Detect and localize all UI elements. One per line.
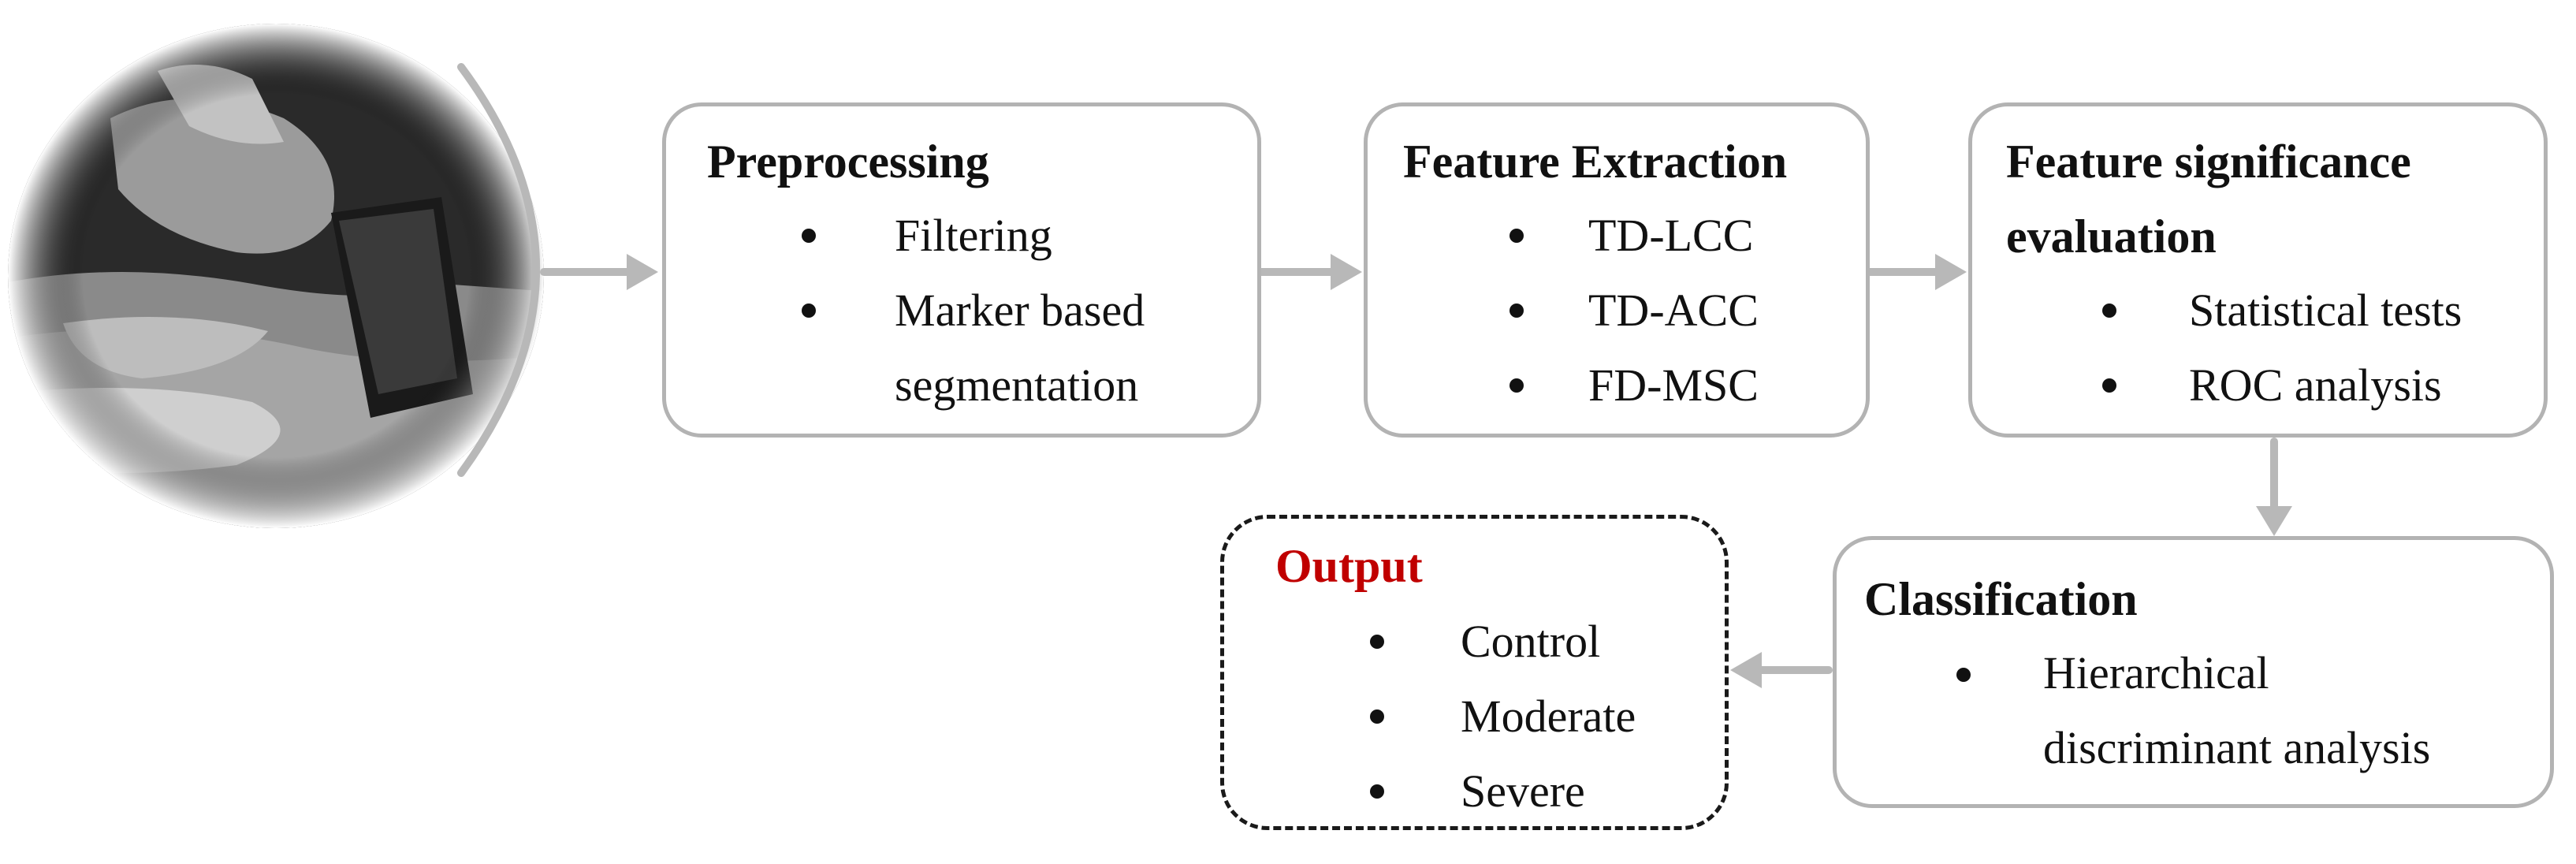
feature-significance-item-stats: Statistical tests [2189,285,2462,336]
feature-significance-title-line2: evaluation [2006,210,2217,263]
feature-significance-item-roc: ROC analysis [2189,359,2442,411]
output-title: Output [1275,540,1423,592]
preprocessing-box: Preprocessing Filtering Marker based seg… [662,102,1261,438]
bullet-icon [2102,378,2116,393]
classification-box: Classification Hierarchical discriminant… [1833,536,2554,808]
output-item-severe: Severe [1461,765,1585,817]
output-box: Output Control Moderate Severe [1220,515,1729,830]
feature-significance-box: Feature significance evaluation Statisti… [1968,102,2548,438]
bullet-icon [1370,784,1384,799]
classification-title: Classification [1864,573,2138,625]
preprocessing-item-marker: Marker based [895,285,1145,336]
feature-extraction-item-fdmsc: FD-MSC [1588,359,1759,411]
bullet-icon [1509,304,1524,318]
bullet-icon [1509,378,1524,393]
output-item-moderate: Moderate [1461,691,1636,742]
bullet-icon [2102,304,2116,318]
preprocessing-title: Preprocessing [707,136,989,188]
preprocessing-item-segmentation: segmentation [895,359,1139,411]
bullet-icon [802,229,816,243]
classification-item-hierarchical: Hierarchical [2043,647,2269,698]
bullet-icon [1956,668,1971,682]
hands-wearable-photo [8,24,544,528]
bullet-icon [1370,709,1384,724]
bullet-icon [1509,229,1524,243]
feature-extraction-box: Feature Extraction TD-LCC TD-ACC FD-MSC [1364,102,1870,438]
bullet-icon [1370,635,1384,649]
feature-extraction-title: Feature Extraction [1403,136,1788,188]
feature-extraction-item-tdacc: TD-ACC [1588,285,1759,336]
photo-arc [457,63,540,477]
feature-extraction-item-tdlcc: TD-LCC [1588,210,1754,261]
bullet-icon [802,304,816,318]
classification-item-discriminant: discriminant analysis [2043,722,2431,773]
preprocessing-item-filtering: Filtering [895,210,1052,261]
output-item-control: Control [1461,616,1601,667]
feature-significance-title-line1: Feature significance [2006,136,2411,188]
